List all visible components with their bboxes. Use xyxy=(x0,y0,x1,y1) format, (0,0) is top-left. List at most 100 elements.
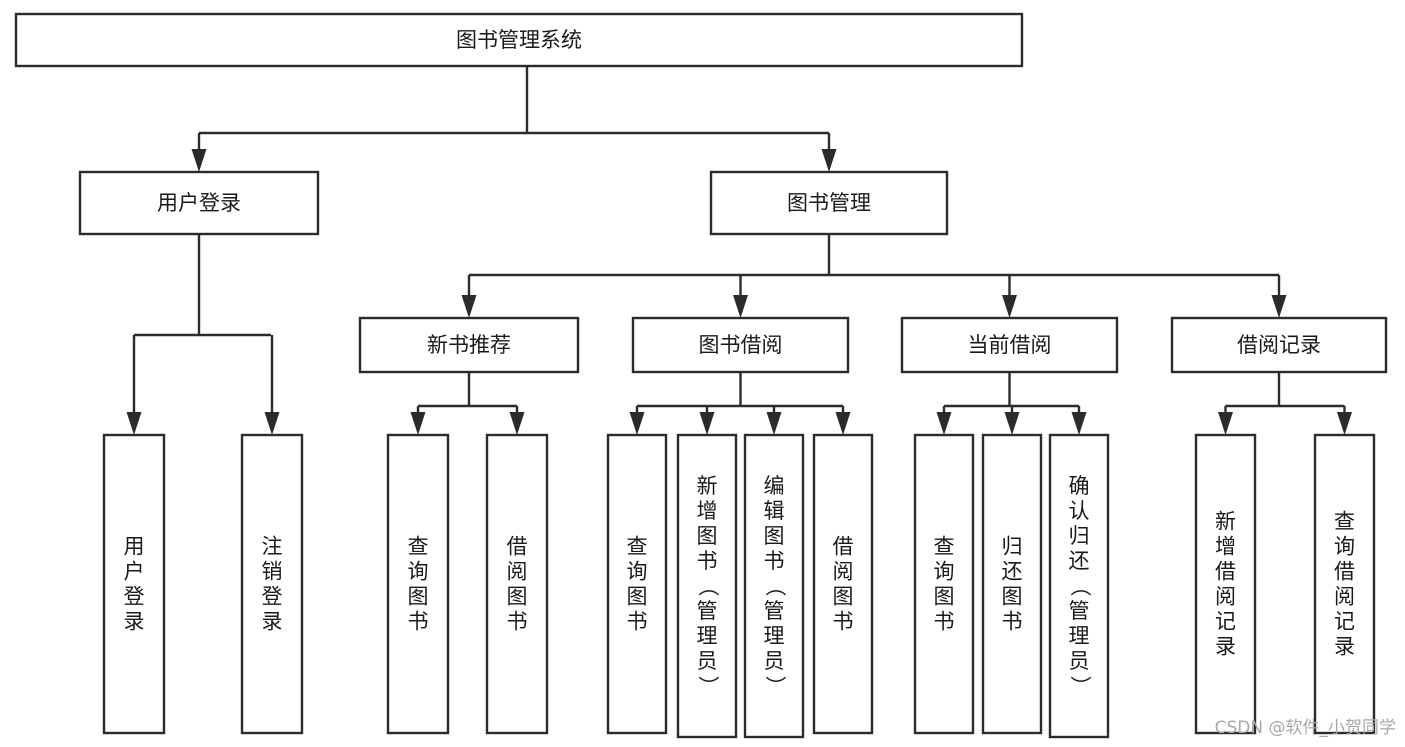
node-leaf-query-record[interactable] xyxy=(1313,433,1376,735)
node-current-borrow-label: 当前借阅 xyxy=(968,333,1052,357)
svg-text:查: 查 xyxy=(934,535,955,559)
svg-text:登: 登 xyxy=(124,585,145,609)
node-book-borrow[interactable] xyxy=(631,316,850,374)
node-leaf-user-login-label: 用户登录 xyxy=(124,535,145,634)
node-root-system-label: 图书管理系统 xyxy=(456,28,582,52)
node-leaf-edit-book[interactable] xyxy=(743,433,805,739)
svg-text:图: 图 xyxy=(764,524,785,548)
svg-text:记: 记 xyxy=(1334,610,1355,634)
svg-text:理: 理 xyxy=(697,624,718,648)
connector-layer xyxy=(126,66,1352,435)
svg-text:书: 书 xyxy=(833,610,854,634)
node-user-login[interactable] xyxy=(78,170,320,236)
arrow-down-icon-leaf-add-book xyxy=(699,412,715,435)
svg-text:用: 用 xyxy=(124,535,145,559)
svg-text:查: 查 xyxy=(408,535,429,559)
node-new-book-rec[interactable] xyxy=(358,316,580,374)
svg-text:归: 归 xyxy=(1069,524,1090,548)
arrow-down-icon-leaf-query-book-cur xyxy=(936,412,952,435)
svg-text:借: 借 xyxy=(507,535,528,559)
svg-text:登: 登 xyxy=(262,585,283,609)
arrow-down-icon-leaf-borrow-book-rec xyxy=(509,412,525,435)
svg-text:借: 借 xyxy=(1215,560,1236,584)
svg-text:阅: 阅 xyxy=(833,560,854,584)
node-book-manage[interactable] xyxy=(709,170,949,236)
svg-text:理: 理 xyxy=(1069,624,1090,648)
svg-text:辑: 辑 xyxy=(764,499,785,523)
svg-text:增: 增 xyxy=(1215,535,1236,559)
svg-text:图: 图 xyxy=(833,585,854,609)
arrow-down-icon-leaf-borrow-book xyxy=(835,412,851,435)
node-leaf-query-book-borrow[interactable] xyxy=(606,433,668,735)
node-root-system[interactable] xyxy=(14,12,1024,68)
svg-text:询: 询 xyxy=(934,560,955,584)
svg-text:归: 归 xyxy=(1002,535,1023,559)
svg-text:还: 还 xyxy=(1069,549,1090,573)
svg-text:（: （ xyxy=(1068,576,1092,597)
svg-text:新: 新 xyxy=(1215,510,1236,534)
svg-text:管: 管 xyxy=(1069,599,1090,623)
svg-text:管: 管 xyxy=(697,599,718,623)
arrow-down-icon-leaf-query-book-rec xyxy=(410,412,426,435)
svg-text:书: 书 xyxy=(697,549,718,573)
arrow-down-icon-leaf-return-book xyxy=(1004,412,1020,435)
svg-text:录: 录 xyxy=(262,610,283,634)
node-borrow-record[interactable] xyxy=(1170,316,1388,374)
svg-text:阅: 阅 xyxy=(1215,585,1236,609)
arrow-down-icon-book-manage xyxy=(821,149,837,172)
svg-text:图: 图 xyxy=(627,585,648,609)
svg-text:书: 书 xyxy=(408,610,429,634)
svg-text:增: 增 xyxy=(697,499,718,523)
node-leaf-user-login[interactable] xyxy=(102,433,166,735)
svg-text:录: 录 xyxy=(124,610,145,634)
node-leaf-borrow-book[interactable] xyxy=(812,433,874,735)
svg-text:询: 询 xyxy=(408,560,429,584)
node-leaf-borrow-book-rec[interactable] xyxy=(485,433,549,735)
svg-text:查: 查 xyxy=(627,535,648,559)
node-leaf-add-record[interactable] xyxy=(1194,433,1257,735)
node-current-borrow[interactable] xyxy=(900,316,1119,374)
svg-text:注: 注 xyxy=(262,535,283,559)
svg-text:图: 图 xyxy=(408,585,429,609)
node-leaf-query-book-cur[interactable] xyxy=(913,433,975,735)
arrow-down-icon-new-book-rec xyxy=(461,295,477,318)
svg-text:管: 管 xyxy=(764,599,785,623)
node-leaf-user-logout[interactable] xyxy=(240,433,304,735)
arrow-down-icon-book-borrow xyxy=(733,295,748,318)
svg-text:阅: 阅 xyxy=(1334,585,1355,609)
svg-text:）: ） xyxy=(1068,676,1092,697)
svg-text:认: 认 xyxy=(1069,499,1090,523)
svg-text:）: ） xyxy=(696,676,720,697)
node-leaf-query-book-rec[interactable] xyxy=(386,433,450,735)
node-new-book-rec-label: 新书推荐 xyxy=(427,333,511,357)
csdn-watermark: CSDN @软件_小贺同学 xyxy=(1215,718,1396,738)
arrow-down-icon-current-borrow xyxy=(1002,295,1017,318)
arrow-down-icon-borrow-record xyxy=(1271,295,1287,318)
svg-text:员: 员 xyxy=(764,649,785,673)
svg-text:户: 户 xyxy=(124,560,145,584)
arrow-down-icon-leaf-edit-book xyxy=(766,412,782,435)
node-leaf-confirm-return[interactable] xyxy=(1048,433,1110,739)
node-leaf-return-book[interactable] xyxy=(981,433,1043,735)
arrow-down-icon-leaf-query-book-borrow xyxy=(629,412,645,435)
svg-text:）: ） xyxy=(763,676,787,697)
svg-text:询: 询 xyxy=(627,560,648,584)
node-book-borrow-label: 图书借阅 xyxy=(699,333,783,357)
node-label-layer: 图书管理系统用户登录图书管理新书推荐图书借阅当前借阅借阅记录用户登录注销登录查询… xyxy=(124,28,1356,697)
node-leaf-add-book[interactable] xyxy=(676,433,738,739)
node-borrow-record-label: 借阅记录 xyxy=(1237,333,1321,357)
svg-text:借: 借 xyxy=(833,535,854,559)
arrow-down-icon-leaf-add-record xyxy=(1218,412,1233,435)
svg-text:书: 书 xyxy=(627,610,648,634)
svg-text:图: 图 xyxy=(697,524,718,548)
svg-text:书: 书 xyxy=(1002,610,1023,634)
